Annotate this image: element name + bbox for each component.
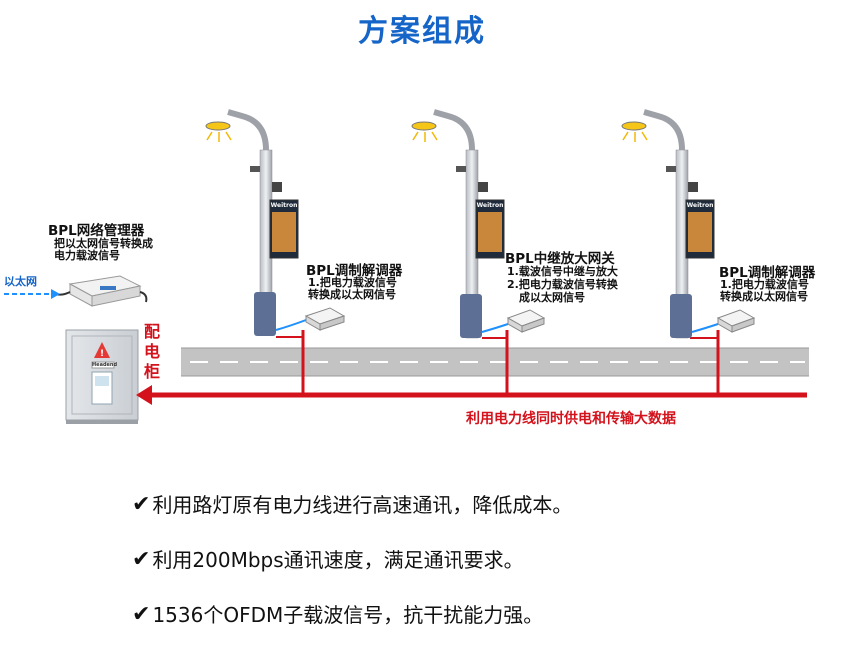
page-title: 方案组成 [358, 14, 486, 49]
network-diagram: ! [4, 109, 809, 424]
checkmark-icon: ✔ [132, 602, 151, 627]
bpl-manager-label: BPL网络管理器 [48, 223, 145, 239]
modem2-label: BPL调制解调器 [719, 265, 816, 281]
bpl-manager-device [55, 275, 148, 307]
svg-text:!: ! [100, 349, 104, 359]
ethernet-label: 以太网 [4, 275, 37, 288]
power-line [136, 330, 807, 405]
feature-item: ✔ 利用路灯原有电力线进行高速通讯，降低成本。 [132, 492, 572, 518]
gateway-desc-3: 成以太网信号 [519, 291, 585, 304]
feature-item: ✔ 1536个OFDM子载波信号，抗干扰能力强。 [132, 602, 572, 628]
bpl-manager-desc-1: 把以太网信号转换成 [54, 237, 153, 250]
cabinet-label: 配 电 柜 [144, 322, 162, 382]
checkmark-icon: ✔ [132, 547, 151, 572]
street-light-2 [411, 109, 546, 339]
cabinet-plate: Headend [92, 362, 118, 368]
modem1-desc-1: 1.把电力载波信号 [308, 276, 397, 289]
gateway-label: BPL中继放大网关 [505, 251, 615, 267]
modem2-desc-1: 1.把电力载波信号 [720, 278, 809, 291]
street-light-1 [205, 109, 346, 336]
gateway-desc-2: 2.把电力载波信号转换 [507, 278, 618, 291]
power-line-caption: 利用电力线同时供电和传输大数据 [466, 411, 676, 427]
ethernet-arrow [4, 289, 60, 299]
feature-item: ✔ 利用200Mbps通讯速度，满足通讯要求。 [132, 547, 572, 573]
feature-text: 1536个OFDM子载波信号，抗干扰能力强。 [152, 603, 544, 627]
cabinet-label-char-2: 电 [144, 342, 161, 361]
feature-text: 利用200Mbps通讯速度，满足通讯要求。 [152, 548, 524, 572]
screen-brand-1: Weitron [270, 202, 298, 209]
screen-brand-3: Weitron [686, 202, 714, 209]
cabinet-label-char-3: 柜 [144, 362, 161, 381]
feature-list: ✔ 利用路灯原有电力线进行高速通讯，降低成本。 ✔ 利用200Mbps通讯速度，… [132, 492, 572, 657]
screen-brand-2: Weitron [476, 202, 504, 209]
modem2-desc-2: 转换成以太网信号 [720, 290, 808, 303]
cabinet-label-char-1: 配 [144, 322, 161, 341]
bpl-manager-desc-2: 电力载波信号 [54, 249, 120, 262]
checkmark-icon: ✔ [132, 492, 151, 517]
modem1-desc-2: 转换成以太网信号 [308, 288, 396, 301]
modem1-label: BPL调制解调器 [306, 263, 403, 279]
street-light-3 [621, 109, 756, 339]
road [181, 347, 809, 377]
distribution-cabinet: ! [65, 329, 139, 424]
feature-text: 利用路灯原有电力线进行高速通讯，降低成本。 [152, 493, 573, 517]
gateway-desc-1: 1.载波信号中继与放大 [507, 265, 618, 278]
